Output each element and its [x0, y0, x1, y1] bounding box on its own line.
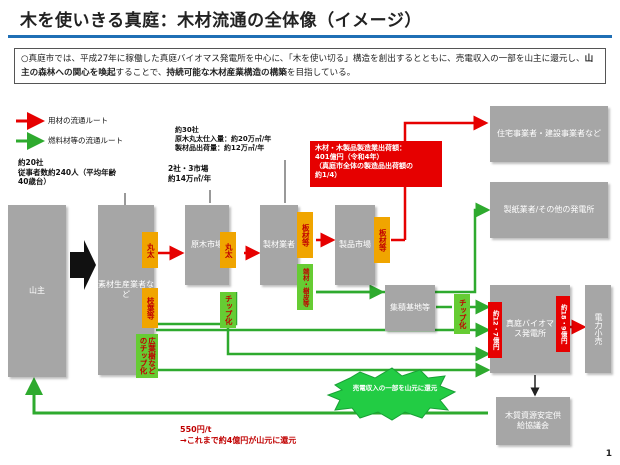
tag-maruta-logging: 丸太: [142, 232, 158, 268]
box-housing: 住宅事業者・建設事業者など: [490, 106, 608, 162]
supply-big-arrow: [70, 240, 96, 290]
legend-red-label: 用材の流通ルート: [48, 116, 108, 125]
page-number: 1: [605, 449, 612, 459]
intro-part3: を目指している。: [286, 68, 356, 78]
tag-chip-hiroku: 広葉樹などのチップ化: [136, 334, 158, 378]
shipment-callout: 木材・木製品製造業出荷額： 401億円（令和4年） （真庭市全体の製造品出荷額の…: [310, 141, 442, 187]
tag-edazai: 枝葉等: [142, 288, 158, 328]
title-rule: [8, 35, 612, 38]
intro-bold1: 山主の森林への関心を喚起: [21, 54, 594, 78]
tag-maruta-market: 丸太: [220, 232, 236, 268]
legend-green-label: 燃料材等の流通ルート: [48, 136, 123, 145]
tag-hasai: 端材・樹皮等: [297, 264, 313, 310]
intro-part1: ○真庭市では、平成27年に稼働した真庭バイオマス発電所を中心に、「木を使い切る」…: [21, 54, 585, 64]
return-burst-text: 売電収入の一部を山元に還元: [352, 384, 438, 392]
tag-itazai-product: 板材等: [374, 217, 390, 263]
box-yamanushi: 山主: [8, 205, 66, 377]
tag-chip-gather: チップ化: [454, 294, 470, 334]
return-burst-shape: [326, 367, 457, 421]
intro-part2: することで、: [115, 68, 167, 78]
tag-itazai-mill: 板材等: [297, 212, 313, 258]
tag-amount-in: 約12・7億円: [488, 302, 502, 358]
page-title: 木を使いきる真庭：木材流通の全体像（イメージ）: [20, 11, 422, 31]
intro-text: ○真庭市では、平成27年に稼働した真庭バイオマス発電所を中心に、「木を使い切る」…: [14, 48, 606, 84]
box-sawmill: 製材業者: [260, 205, 298, 285]
note-mill: 約30社 原木丸太仕入量：約20万㎥/年 製材品出荷量：約12万㎥/年: [175, 126, 272, 152]
box-power: 電力小売: [585, 285, 611, 373]
box-product-market: 製品市場: [335, 205, 375, 285]
note-forest: 約20社 従事者数約240人（平均年齢 40歳台）: [18, 158, 117, 186]
box-paper: 製紙業者/その他の発電所: [490, 182, 608, 238]
intro-bold2: 持続可能な木材産業構造の構築: [166, 68, 287, 78]
note-return: 550円/t →これまで約4億円が山元に還元: [180, 425, 297, 445]
box-gathering: 集積基地等: [385, 285, 435, 331]
tag-amount-out: 約18・9億円: [556, 296, 570, 352]
box-council: 木質資源安定供給協議会: [496, 397, 570, 445]
note-market: 2社・3市場 約14万㎥/年: [168, 164, 212, 183]
tag-chip-market: チップ化: [220, 292, 236, 328]
